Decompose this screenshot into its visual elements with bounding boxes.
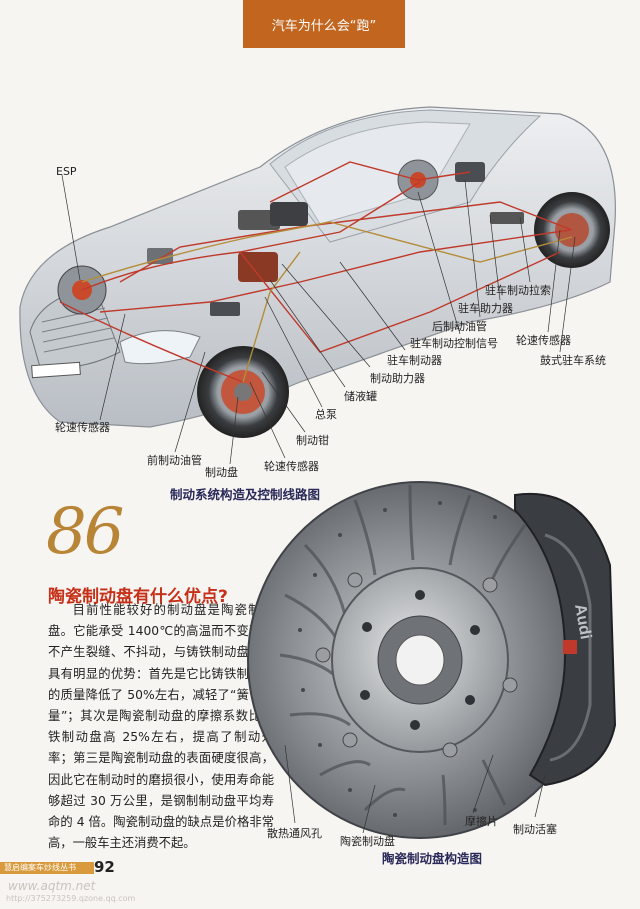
label-rear-brake-line: 后制动油管 [432, 320, 487, 333]
label-fluid-reservoir: 储液罐 [344, 390, 377, 403]
page-footer: 慧启编案车炒线丛书 92 www.aqtm.net http://3752732… [0, 858, 640, 909]
label-parking-brake: 驻车制动器 [387, 354, 442, 367]
label-brake-disc: 制动盘 [205, 466, 238, 479]
label-wheel-speed-sensor-rear: 轮速传感器 [516, 334, 571, 347]
brake-system-figure: ESP 轮速传感器 前制动油管 制动盘 轮速传感器 制动钳 总泵 储液罐 制动助… [0, 52, 640, 482]
series-name: 慧启编案车炒线丛书 [0, 862, 94, 874]
ceramic-disc-illustration: Audi [247, 481, 617, 839]
label-esp: ESP [56, 165, 77, 178]
label-brake-booster: 制动助力器 [370, 372, 425, 385]
page-number: 92 [94, 858, 115, 876]
watermark-site: www.aqtm.net [8, 879, 96, 893]
chapter-title: 汽车为什么会“跑” [271, 18, 377, 34]
label-parking-booster: 驻车助力器 [458, 302, 513, 315]
label-front-brake-line: 前制动油管 [147, 454, 202, 467]
section-number: 86 [46, 495, 124, 569]
audi-logo-text: Audi [571, 603, 594, 641]
label-drum-parking-system: 鼓式驻车系统 [540, 354, 606, 367]
ceramic-disc-figure: Audi 散热通风孔 陶瓷制动盘 摩擦片 制动活塞 [245, 455, 640, 855]
label-master-cylinder: 总泵 [315, 408, 337, 421]
label-vent-holes: 散热通风孔 [267, 827, 322, 840]
figure2-caption: 陶瓷制动盘构造图 [382, 851, 483, 866]
label-brake-caliper: 制动钳 [296, 434, 329, 447]
label-brake-pad: 摩擦片 [465, 815, 498, 828]
label-wheel-speed-sensor-mid: 轮速传感器 [264, 460, 319, 473]
watermark-url: http://375273259.qzone.qq.com [6, 894, 136, 903]
section-title: 陶瓷制动盘有什么优点? [48, 587, 228, 607]
label-wheel-speed-sensor-front: 轮速传感器 [55, 421, 110, 434]
label-parking-cable: 驻车制动拉索 [485, 284, 551, 297]
label-ceramic-disc: 陶瓷制动盘 [340, 835, 395, 848]
figure1-caption: 制动系统构造及控制线路图 [170, 487, 321, 502]
car-illustration [19, 106, 616, 465]
section-body: 目前性能较好的制动盘是陶瓷制动盘。它能承受 1400℃的高温而不变形、不产生裂缝… [48, 603, 274, 851]
label-brake-piston: 制动活塞 [513, 823, 557, 836]
label-parking-control-signal: 驻车制动控制信号 [410, 337, 498, 350]
chapter-header: 汽车为什么会“跑” [243, 0, 405, 48]
